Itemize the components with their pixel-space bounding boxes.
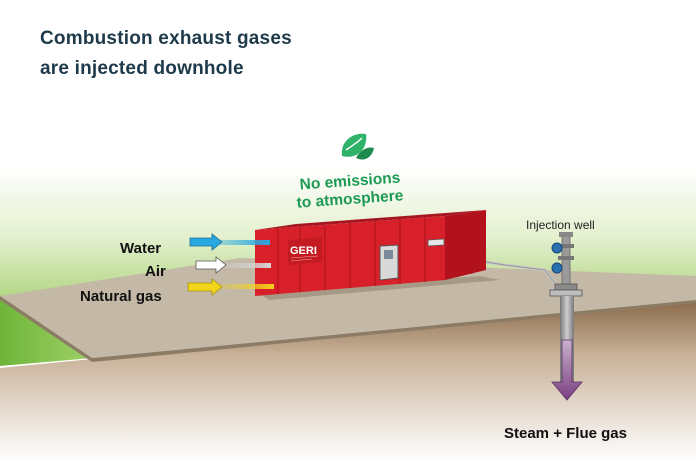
output-arrow [551,339,583,401]
wellhead [549,232,583,297]
title-line-2: are injected downhole [40,58,244,79]
door-window [384,250,393,259]
container-logo: GERI [290,245,317,257]
water-arrow [189,233,270,251]
pipe-outline [485,261,561,291]
natural-gas-label: Natural gas [80,288,162,305]
injection-well-label: Injection well [526,218,595,232]
air-arrow [195,256,271,274]
container-top [255,210,486,230]
gravel-pad [0,258,696,358]
soil-cross-section [0,300,696,461]
title-line-1: Combustion exhaust gases [40,28,292,49]
logo-fineprint [290,255,319,262]
leaf-icon [341,133,374,160]
air-label: Air [145,263,166,280]
water-label: Water [120,240,162,257]
container-vent [427,238,445,247]
gas-arrow [187,278,274,296]
container-shadow [255,276,500,300]
logo-plate [288,237,322,265]
output-label: Steam + Flue gas [504,425,627,442]
container-side [445,210,486,280]
